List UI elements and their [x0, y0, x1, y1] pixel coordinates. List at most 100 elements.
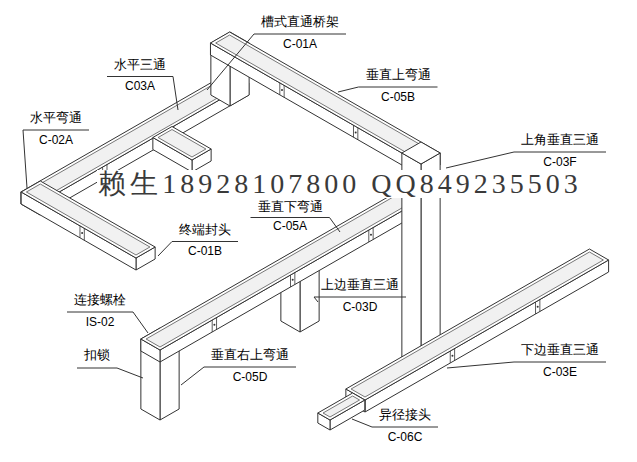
part-name: 垂直上弯通 [365, 66, 432, 84]
part-name: 水平三通 [113, 56, 167, 74]
splice-plate [357, 128, 358, 140]
part-name: 垂直下弯通 [257, 198, 324, 216]
part-name: 槽式直通桥架 [260, 13, 340, 31]
leader-line [330, 218, 341, 233]
part-code: C-05A [272, 219, 308, 233]
part-code: C-03E [542, 365, 578, 379]
callout-underline [67, 312, 133, 313]
bolt-dot [451, 355, 453, 357]
part-code: C-05D [232, 370, 269, 384]
tray-piece [141, 189, 421, 362]
tray-end [210, 43, 421, 176]
callout-underline [359, 87, 438, 88]
callout-underline [23, 130, 89, 131]
splice-plate [216, 318, 217, 330]
callout-underline [314, 297, 406, 298]
splice-plate [212, 320, 213, 332]
tray-piece [346, 249, 609, 412]
tray-channel [216, 35, 435, 161]
part-code: IS-02 [85, 315, 116, 329]
tray-side [160, 200, 421, 362]
tray-side [365, 260, 609, 412]
callout-underline [77, 368, 117, 369]
splice-plate [284, 85, 285, 97]
part-name: 垂直右上弯通 [210, 346, 290, 364]
part-name: 水平弯通 [29, 109, 83, 127]
bolt-dot [281, 89, 283, 91]
leader-line [158, 242, 172, 257]
splice-plate [373, 228, 374, 240]
part-code: C-03D [342, 300, 379, 314]
splice-plate [450, 351, 451, 363]
part-code: C03A [124, 79, 156, 93]
tray-top [318, 393, 365, 420]
part-code: C-01A [282, 37, 318, 51]
leader-line [173, 77, 178, 111]
leader-line [133, 312, 148, 333]
part-code: C-02A [38, 133, 74, 147]
watermark: 赖生18928107800 QQ849235503 [97, 170, 582, 198]
leader-line [23, 130, 27, 188]
callout-underline [107, 76, 173, 77]
callout-underline [514, 362, 606, 363]
part-code: C-06C [387, 430, 424, 444]
part-code: C-03F [542, 155, 577, 169]
splice-plate [368, 230, 369, 242]
tray-channel [158, 130, 206, 158]
tray-top [402, 142, 440, 164]
part-name: 异径接头 [378, 406, 432, 424]
splice-plate [79, 226, 80, 238]
part-code: C-05B [380, 90, 416, 104]
part-name: 上角垂直三通 [520, 131, 600, 149]
tray-top [346, 249, 609, 400]
callout-underline [204, 367, 296, 368]
splice-plate [454, 349, 455, 361]
callout-underline [251, 217, 330, 218]
part-name: 扣锁 [83, 346, 111, 364]
callout-underline [172, 241, 238, 242]
tray-piece [210, 32, 440, 176]
bolt-dot [292, 279, 294, 281]
leader-group [23, 34, 606, 427]
tray-top [141, 189, 421, 350]
tray-channel [146, 192, 416, 347]
leader-line [446, 152, 514, 168]
leader-line [338, 87, 359, 92]
part-name: 终端封头 [178, 221, 232, 239]
bolt-dot [81, 232, 83, 234]
splice-plate [84, 228, 85, 240]
splice-plate [294, 273, 295, 285]
tray-end [141, 339, 160, 420]
bolt-dot [537, 306, 539, 308]
callout-underline [514, 152, 606, 153]
leader-line [207, 34, 254, 90]
part-name: 下边垂直三通 [520, 341, 600, 359]
splice-plate [353, 125, 354, 137]
tray-top [210, 32, 440, 164]
leader-line [117, 368, 143, 378]
callout-underline [372, 427, 438, 428]
part-name: 上边垂直三通 [320, 276, 400, 294]
tray-channel [323, 396, 360, 417]
part-name: 连接螺栓 [73, 291, 127, 309]
tray-channel [351, 252, 603, 397]
bolt-dot [213, 324, 215, 326]
tray-top [153, 127, 211, 161]
leader-line [447, 362, 514, 368]
bolt-dot [370, 234, 372, 236]
leader-line [352, 419, 372, 427]
callout-underline [254, 34, 346, 35]
leader-line [314, 297, 318, 302]
tray-piece [153, 127, 211, 173]
splice-plate [290, 275, 291, 287]
tray-group [21, 32, 609, 430]
splice-plate [535, 302, 536, 314]
splice-plate [539, 300, 540, 312]
tray-piece [318, 393, 365, 430]
part-code: C-01B [187, 244, 223, 258]
leader-line [181, 367, 204, 385]
bolt-dot [355, 131, 357, 133]
